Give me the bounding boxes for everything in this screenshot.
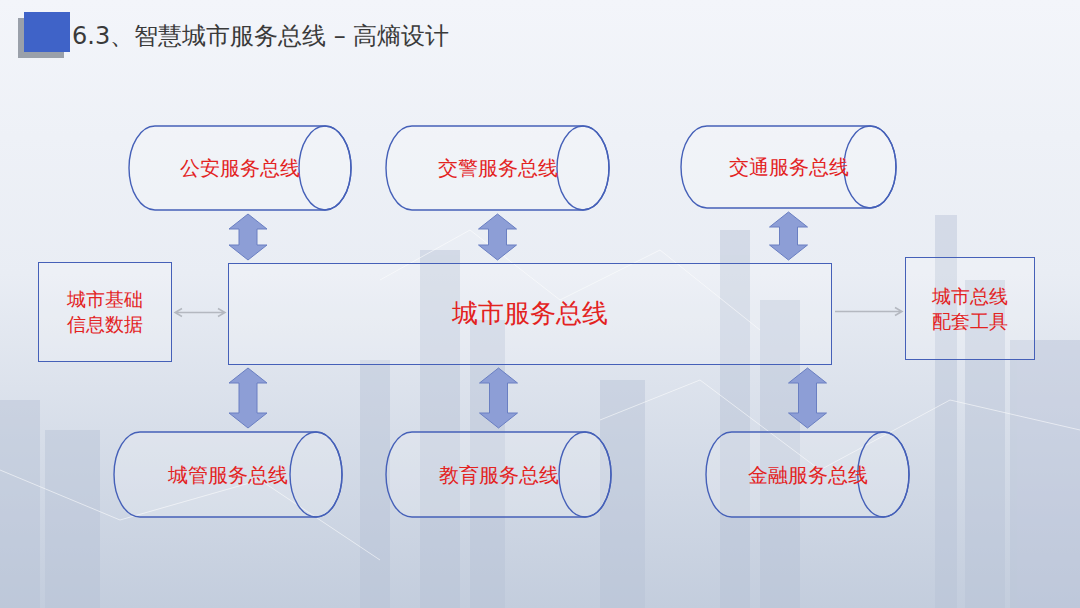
- node-label: 公安服务总线: [180, 155, 300, 181]
- bus-cylinder: 金融服务总线: [705, 431, 910, 518]
- bus-cylinder: 交通服务总线: [680, 125, 897, 209]
- node-label: 金融服务总线: [748, 462, 868, 488]
- node-label: 城市服务总线: [452, 297, 608, 331]
- cylinder-end: [557, 126, 609, 210]
- node-label: 交通服务总线: [729, 154, 849, 180]
- connector: [175, 309, 225, 317]
- node-label: 城市总线 配套工具: [925, 284, 1015, 333]
- bus-cylinder: 教育服务总线: [385, 431, 612, 518]
- block-arrow: [770, 212, 808, 260]
- thin-arrow: [175, 309, 225, 317]
- connector: [229, 214, 267, 260]
- block-arrow: [789, 368, 827, 428]
- block-arrow: [480, 368, 518, 428]
- connector: [480, 368, 518, 428]
- cylinder-body: [386, 432, 611, 517]
- slide-title: 6.3、智慧城市服务总线 – 高熵设计: [72, 20, 449, 52]
- cylinder-end: [290, 432, 342, 517]
- node-label: 城市基础 信息数据: [60, 287, 150, 336]
- cylinder-end: [559, 432, 611, 517]
- node-label: 教育服务总线: [439, 462, 559, 488]
- process-box: 城市服务总线: [228, 263, 832, 365]
- connector: [770, 212, 808, 260]
- cylinder-body: [681, 126, 896, 208]
- node-label: 交警服务总线: [438, 155, 558, 181]
- bus-cylinder: 交警服务总线: [385, 125, 610, 211]
- process-box: 城市总线 配套工具: [905, 257, 1035, 360]
- cylinder-end: [299, 126, 351, 210]
- node-label: 城管服务总线: [168, 462, 288, 488]
- cylinder-end: [844, 126, 896, 208]
- connector: [789, 368, 827, 428]
- process-box: 城市基础 信息数据: [38, 262, 172, 362]
- thin-arrow: [835, 308, 902, 316]
- bus-cylinder: 城管服务总线: [113, 431, 343, 518]
- cylinder-body: [386, 126, 609, 210]
- cylinder-body: [706, 432, 909, 517]
- block-arrow: [229, 368, 267, 428]
- connector: [835, 308, 902, 316]
- block-arrow: [479, 214, 517, 260]
- connector: [479, 214, 517, 260]
- cylinder-body: [129, 126, 351, 210]
- bus-cylinder: 公安服务总线: [128, 125, 352, 211]
- connector: [229, 368, 267, 428]
- block-arrow: [229, 214, 267, 260]
- cylinder-body: [114, 432, 342, 517]
